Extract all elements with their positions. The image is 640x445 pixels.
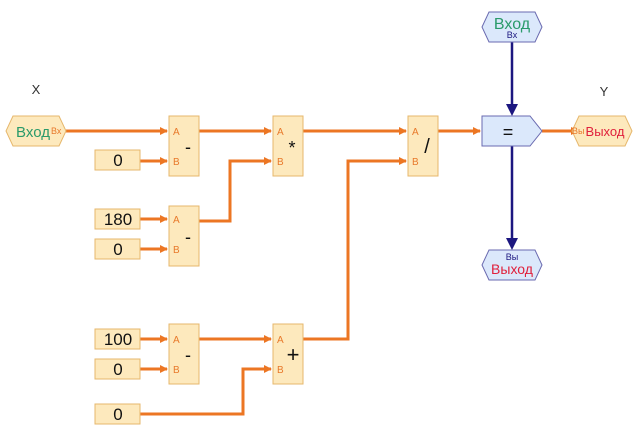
constant-c4[interactable]: 100 xyxy=(94,328,141,350)
constant-c3[interactable]: 0 xyxy=(94,238,141,260)
port-a: A xyxy=(173,127,180,138)
output-block-right[interactable]: Вы Выход xyxy=(571,115,633,147)
operator: - xyxy=(185,137,191,157)
input-top-port: Вх xyxy=(507,30,518,40)
output-right-port: Вы xyxy=(572,126,584,136)
port-b: B xyxy=(173,157,180,168)
subtract-block-1[interactable]: A B - xyxy=(168,115,200,177)
constant-value: 0 xyxy=(113,405,122,424)
constant-c5[interactable]: 0 xyxy=(94,358,141,380)
port-a: A xyxy=(412,127,419,138)
port-b: B xyxy=(277,365,284,376)
operator: / xyxy=(424,136,430,158)
constant-value: 100 xyxy=(104,330,132,349)
arrow-head xyxy=(506,104,518,116)
input-block-top[interactable]: Вход Вх xyxy=(481,11,543,43)
port-a: A xyxy=(173,335,180,346)
wire-add-to-div-b[interactable] xyxy=(303,157,407,341)
divide-block[interactable]: A B / xyxy=(407,115,439,177)
y-label: Y xyxy=(600,84,609,99)
port-a: A xyxy=(277,127,284,138)
wire-sub2-to-mul-b[interactable] xyxy=(199,157,272,223)
subtract-block-3[interactable]: A B - xyxy=(168,323,200,385)
constant-c2[interactable]: 180 xyxy=(94,208,141,230)
output-right-label: Выход xyxy=(586,124,625,139)
arrow-head xyxy=(506,238,518,250)
port-b: B xyxy=(412,157,419,168)
constant-c6[interactable]: 0 xyxy=(94,403,141,425)
signal-wires xyxy=(506,42,518,250)
input-top-label: Вход xyxy=(494,16,531,33)
output-block-bottom[interactable]: Вы Выход xyxy=(481,249,543,281)
input-block-left[interactable]: Вход Вх xyxy=(5,115,67,147)
add-block[interactable]: A B + xyxy=(272,323,304,385)
constant-value: 0 xyxy=(113,151,122,170)
port-a: A xyxy=(173,215,180,226)
port-b: B xyxy=(277,157,284,168)
port-b: B xyxy=(173,365,180,376)
assign-block[interactable]: = xyxy=(481,115,543,147)
wire-c6-to-add-b[interactable] xyxy=(140,365,272,416)
input-left-label: Вход xyxy=(16,124,50,141)
output-bottom-label: Выход xyxy=(491,261,533,277)
output-bottom-port: Вы xyxy=(506,252,518,262)
constant-value: 0 xyxy=(113,360,122,379)
constant-c1[interactable]: 0 xyxy=(94,149,141,171)
port-a: A xyxy=(277,335,284,346)
operator: = xyxy=(503,122,514,142)
constant-value: 0 xyxy=(113,240,122,259)
operator: - xyxy=(185,345,191,365)
input-left-port: Вх xyxy=(51,126,62,136)
constant-value: 180 xyxy=(104,210,132,229)
subtract-block-2[interactable]: A B - xyxy=(168,205,200,267)
multiply-block[interactable]: A B * xyxy=(272,115,304,177)
operator: + xyxy=(287,342,300,367)
port-b: B xyxy=(173,245,180,256)
operator: * xyxy=(288,138,295,158)
x-label: X xyxy=(32,82,41,97)
operator: - xyxy=(185,227,191,247)
